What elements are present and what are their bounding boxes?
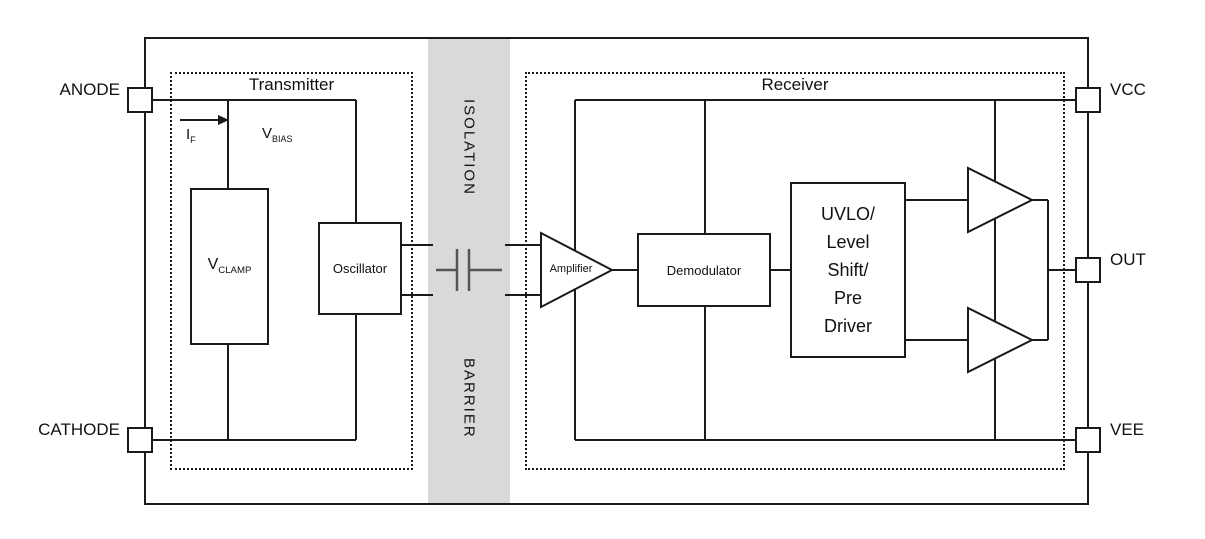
vee-pin — [1075, 427, 1101, 453]
out-pin-label: OUT — [1110, 250, 1146, 269]
uvlo-block: UVLO/ Level Shift/ Pre Driver — [790, 182, 906, 358]
cathode-pin-label: CATHODE — [38, 420, 120, 439]
vclamp-label: VCLAMP — [207, 256, 252, 277]
amplifier-label: Amplifier — [549, 263, 593, 275]
demodulator-block: Demodulator — [637, 233, 771, 307]
amplifier-triangle — [540, 231, 615, 309]
transmitter-box — [170, 72, 413, 470]
uvlo-label-line: Driver — [824, 316, 872, 336]
barrier-label: BARRIER — [460, 357, 478, 439]
transmitter-title: Transmitter — [248, 75, 335, 94]
demodulator-label: Demodulator — [666, 262, 742, 278]
uvlo-label-line: Level — [826, 232, 870, 252]
receiver-title: Receiver — [761, 75, 829, 94]
receiver-box — [525, 72, 1065, 470]
anode-pin — [127, 87, 153, 113]
uvlo-label-line: UVLO/ — [820, 204, 876, 224]
forward-current-label: IF — [186, 126, 196, 145]
vbias-label: VBIAS — [262, 125, 293, 144]
bottom-driver-triangle — [967, 306, 1035, 374]
isolation-label: ISOLATION — [460, 99, 478, 196]
wires — [153, 99, 1075, 441]
top-driver-triangle — [967, 166, 1035, 234]
vee-pin-label: VEE — [1110, 420, 1145, 439]
out-pin — [1075, 257, 1101, 283]
anode-pin-label: ANODE — [59, 80, 120, 99]
cathode-pin — [127, 427, 153, 453]
uvlo-label-line: Pre — [833, 288, 862, 308]
uvlo-label-line: Shift/ — [827, 260, 869, 280]
vcc-pin-label: VCC — [1110, 80, 1146, 99]
oscillator-block: Oscillator — [318, 222, 402, 315]
capacitor-icon — [436, 249, 502, 291]
vcc-pin — [1075, 87, 1101, 113]
oscillator-label: Oscillator — [332, 261, 388, 276]
forward-current-arrow-icon — [180, 115, 229, 125]
vclamp-block: VCLAMP — [190, 188, 269, 345]
